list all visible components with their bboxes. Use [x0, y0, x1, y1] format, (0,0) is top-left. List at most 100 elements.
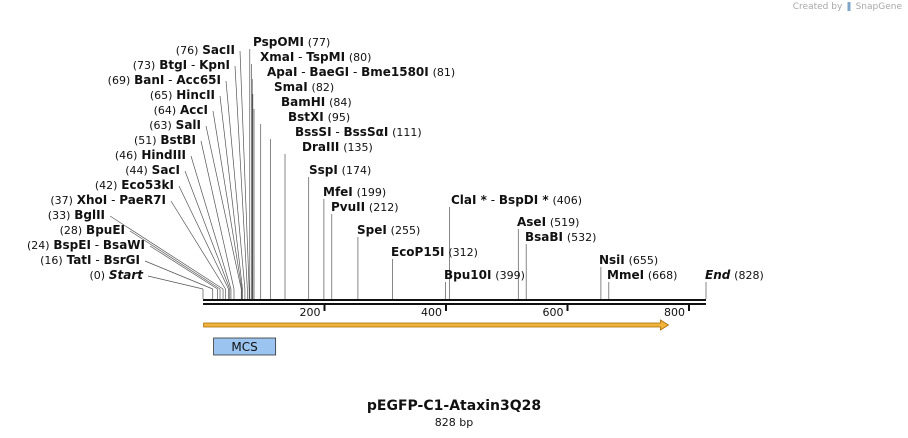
site-enzyme: BpuEI — [86, 223, 125, 237]
site-label-bglii: (33) BglII — [48, 208, 105, 222]
site-text: (76) SacII — [176, 43, 235, 57]
site-leader-line — [219, 95, 243, 290]
site-separator: - — [107, 193, 119, 207]
site-label-clai: ClaI * - BspDI * (406) — [451, 193, 582, 207]
site-enzyme: PaeR7I — [119, 193, 166, 207]
site-leader-line — [234, 65, 248, 290]
site-enzyme: Bme1580I — [361, 65, 429, 79]
map-title: pEGFP-C1-Ataxin3Q28 — [366, 398, 542, 414]
site-enzyme: NsiI — [599, 253, 625, 267]
site-label-bpuei: (28) BpuEI — [60, 223, 125, 237]
site-enzyme: ClaI * — [451, 193, 488, 207]
site-label-nsii: NsiI (655) — [599, 253, 658, 267]
site-position: (16) — [40, 254, 63, 267]
site-enzyme: Start — [109, 268, 144, 282]
site-label-smai: SmaI (82) — [274, 80, 334, 94]
site-label-hincii: (65) HincII — [150, 88, 215, 102]
site-separator: - — [297, 65, 309, 79]
site-enzyme: BssSαI — [344, 125, 389, 139]
site-label-bpu10i: Bpu10I (399) — [444, 268, 525, 282]
site-position: (81) — [433, 66, 456, 79]
site-enzyme: SmaI — [274, 80, 308, 94]
site-position: (69) — [108, 74, 131, 87]
site-text: ClaI * - BspDI * (406) — [451, 193, 582, 207]
site-text: (51) BstBI — [134, 133, 196, 147]
site-leader-line — [239, 50, 250, 290]
site-label-eco53ki: (42) Eco53kI — [95, 178, 174, 192]
orf-arrow-shape — [203, 319, 670, 331]
site-labels: (0) Start(16) TatI - BsrGI(24) BspEI - B… — [27, 35, 764, 282]
site-position: (406) — [553, 194, 583, 207]
site-text: (73) BtgI - KpnI — [133, 58, 230, 72]
site-text: (64) AccI — [154, 103, 208, 117]
site-label-sspi: SspI (174) — [309, 163, 371, 177]
site-leader-line — [144, 260, 213, 290]
site-leader-line — [205, 125, 242, 290]
site-label-bsssi: BssSI - BssSαI (111) — [295, 125, 422, 139]
feature-label: MCS — [231, 340, 257, 354]
site-label-hindiii: (46) HindIII — [115, 148, 186, 162]
site-enzyme: XhoI — [77, 193, 108, 207]
site-text: SspI (174) — [309, 163, 371, 177]
site-text: (69) BanI - Acc65I — [108, 73, 221, 87]
site-label-tati: (16) TatI - BsrGI — [40, 253, 140, 267]
site-label-pspomi: PspOMI (77) — [253, 35, 330, 49]
site-position: (64) — [154, 104, 177, 117]
site-separator: - — [487, 193, 499, 207]
site-position: (95) — [328, 111, 351, 124]
site-leader-line — [184, 170, 231, 290]
site-enzyme: BsrGI — [103, 253, 140, 267]
site-position: (76) — [176, 44, 199, 57]
site-label-ecop15i: EcoP15I (312) — [391, 245, 478, 259]
site-label-saci: (44) SacI — [125, 163, 180, 177]
site-enzyme: BtgI — [159, 58, 187, 72]
site-enzyme: HindIII — [141, 148, 186, 162]
site-enzyme: EcoP15I — [391, 245, 445, 259]
site-label-btgi: (73) BtgI - KpnI — [133, 58, 230, 72]
map-length: 828 bp — [434, 416, 474, 429]
site-leader-line — [178, 185, 229, 290]
snapgene-credit: Created by ❚ SnapGene — [793, 2, 902, 12]
site-text: BsaBI (532) — [525, 230, 596, 244]
site-enzyme: KpnI — [199, 58, 230, 72]
site-leader-line — [149, 245, 218, 290]
site-text: (0) Start — [89, 268, 144, 282]
site-text: XmaI - TspMI (80) — [260, 50, 371, 64]
site-position: (44) — [125, 164, 148, 177]
site-enzyme: PvuII — [331, 200, 365, 214]
site-separator: - — [349, 65, 361, 79]
site-enzyme: AccI — [180, 103, 208, 117]
site-position: (37) — [50, 194, 73, 207]
site-enzyme: Bpu10I — [444, 268, 491, 282]
site-label-bsabi: BsaBI (532) — [525, 230, 596, 244]
site-label-mfei: MfeI (199) — [323, 185, 386, 199]
ruler-tick-label: 800 — [664, 306, 685, 319]
site-text: (65) HincII — [150, 88, 215, 102]
site-position: (51) — [134, 134, 157, 147]
snapgene-logo-icon: ❚ — [845, 2, 853, 12]
site-enzyme: Eco53kI — [121, 178, 174, 192]
site-text: (24) BspEI - BsaWI — [27, 238, 145, 252]
site-label-apai: ApaI - BaeGI - Bme1580I (81) — [267, 65, 455, 79]
site-position: (63) — [149, 119, 172, 132]
site-enzyme: MfeI — [323, 185, 353, 199]
site-enzyme: SacII — [202, 43, 235, 57]
site-position: (80) — [349, 51, 372, 64]
site-text: BstXI (95) — [288, 110, 350, 124]
site-label-mmei: MmeI (668) — [607, 268, 677, 282]
site-text: ApaI - BaeGI - Bme1580I (81) — [267, 65, 455, 79]
site-enzyme: BamHI — [281, 95, 325, 109]
site-enzyme: PspOMI — [253, 35, 304, 49]
site-enzyme: BspEI — [53, 238, 91, 252]
site-text: SpeI (255) — [357, 223, 420, 237]
site-text: (28) BpuEI — [60, 223, 125, 237]
site-text: SmaI (82) — [274, 80, 334, 94]
site-label-sali: (63) SalI — [149, 118, 201, 132]
ruler-tick-label: 400 — [421, 306, 442, 319]
site-position: (73) — [133, 59, 156, 72]
site-enzyme: XmaI — [260, 50, 294, 64]
site-text: MfeI (199) — [323, 185, 386, 199]
site-text: BssSI - BssSαI (111) — [295, 125, 422, 139]
site-enzyme: ApaI — [267, 65, 297, 79]
site-enzyme: TatI — [67, 253, 92, 267]
